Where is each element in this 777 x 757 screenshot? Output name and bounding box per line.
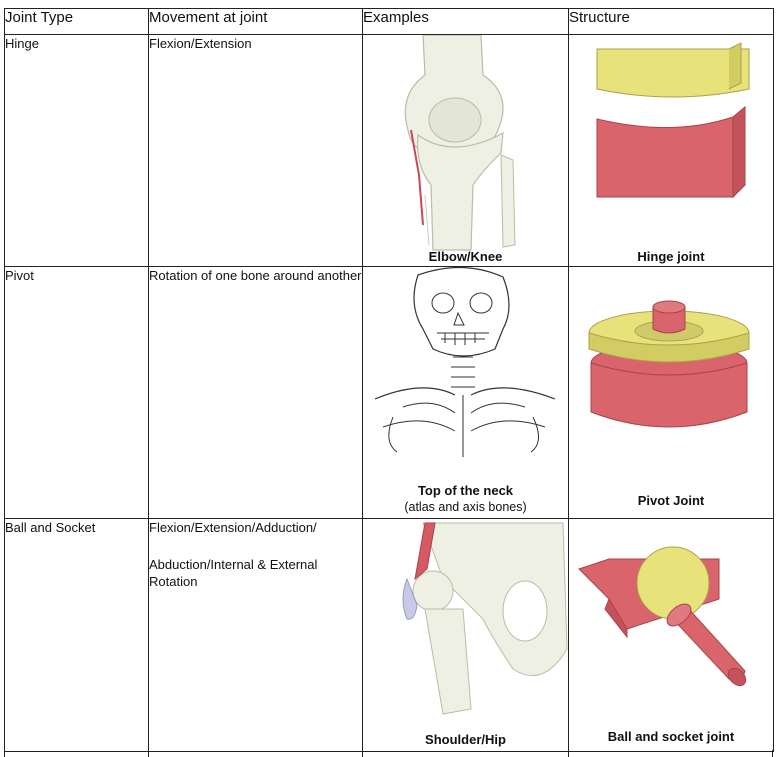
movement-line-2: Abduction/Internal & External Rotation xyxy=(149,557,318,589)
example-caption-sub: (atlas and axis bones) xyxy=(404,500,527,514)
header-row: Joint Type Movement at joint Examples St… xyxy=(4,8,774,35)
example-caption: Top of the neck (atlas and axis bones) xyxy=(363,483,568,515)
ball-socket-illustration xyxy=(578,546,747,687)
example-caption: Shoulder/Hip xyxy=(425,732,506,747)
joint-type-cell: Hinge xyxy=(4,34,149,267)
structure-caption: Hinge joint xyxy=(637,249,705,264)
structure-cell: Hinge joint xyxy=(568,34,774,267)
example-caption: Elbow/Knee xyxy=(428,249,503,264)
skull-neck-illustration xyxy=(374,267,556,457)
hip-joint-illustration xyxy=(402,522,568,715)
joint-type-cell: Ball and Socket xyxy=(4,518,149,752)
joint-types-table: Joint Type Movement at joint Examples St… xyxy=(4,8,774,752)
example-cell: Elbow/Knee xyxy=(362,34,569,267)
structure-cell: Pivot Joint xyxy=(568,266,774,519)
header-structure: Structure xyxy=(568,8,774,35)
table-row: Pivot Rotation of one bone around anothe… xyxy=(4,266,774,519)
table-row: Ball and Socket Flexion/Extension/Adduct… xyxy=(4,518,774,752)
table-border xyxy=(148,750,149,757)
movement-cell: Flexion/Extension xyxy=(148,34,363,267)
example-cell: Top of the neck (atlas and axis bones) xyxy=(362,266,569,519)
table-border xyxy=(772,750,773,757)
hinge-block-illustration xyxy=(596,42,750,199)
knee-joint-illustration xyxy=(404,35,516,251)
pivot-block-illustration xyxy=(588,300,750,428)
joint-type-cell: Pivot xyxy=(4,266,149,519)
structure-cell: Ball and socket joint xyxy=(568,518,774,752)
table-border xyxy=(362,750,363,757)
movement-cell: Flexion/Extension/Adduction/ Abduction/I… xyxy=(148,518,363,752)
movement-line-1: Flexion/Extension/Adduction/ xyxy=(149,520,317,535)
table-border xyxy=(4,750,5,757)
header-examples: Examples xyxy=(362,8,569,35)
header-movement: Movement at joint xyxy=(148,8,363,35)
table-continuation-stub xyxy=(4,750,773,757)
movement-cell: Rotation of one bone around another xyxy=(148,266,363,519)
table-row: Hinge Flexion/Extension Elbow/Knee xyxy=(4,34,774,267)
example-caption-main: Top of the neck xyxy=(417,483,514,498)
structure-caption: Ball and socket joint xyxy=(607,729,735,744)
structure-caption: Pivot Joint xyxy=(637,493,705,508)
header-joint-type: Joint Type xyxy=(4,8,149,35)
example-cell: Shoulder/Hip xyxy=(362,518,569,752)
table-border xyxy=(568,750,569,757)
